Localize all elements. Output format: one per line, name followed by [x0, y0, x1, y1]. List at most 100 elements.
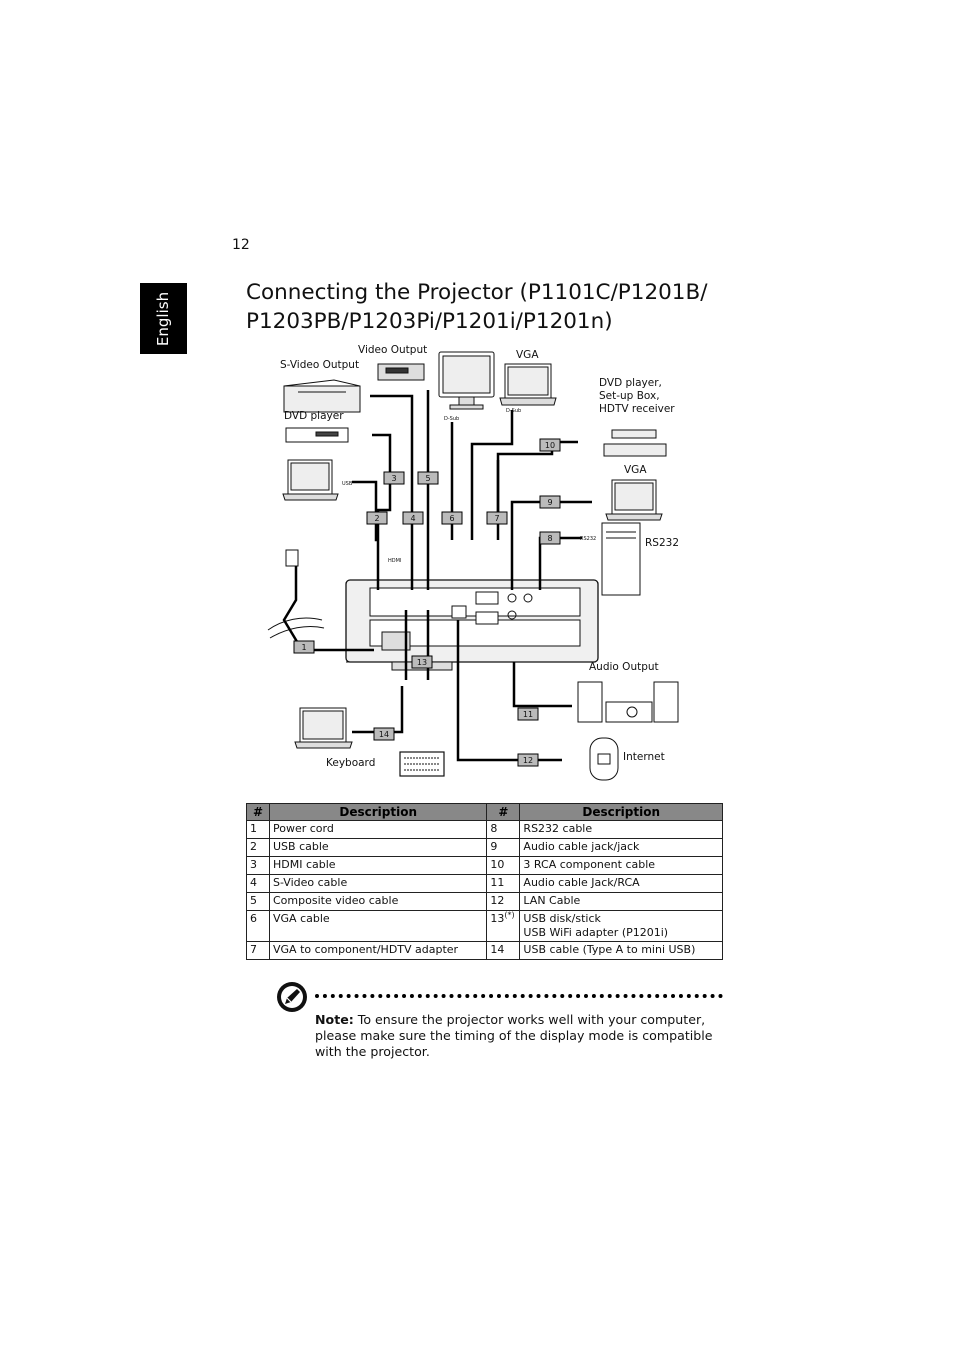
- laptop-vga-top-icon: [499, 363, 557, 406]
- callout-8: 8: [547, 534, 552, 543]
- table-header-row: # Description # Description: [246, 803, 723, 821]
- tag-dsub-1: D-Sub: [444, 416, 459, 422]
- callout-6: 6: [449, 514, 454, 523]
- language-tab: English: [140, 283, 187, 354]
- row-num: 4: [246, 874, 270, 893]
- row-num-cell: 13(*): [486, 910, 521, 942]
- callout-2: 2: [374, 514, 379, 523]
- table-row: 4 S-Video cable 11 Audio cable Jack/RCA: [246, 874, 723, 893]
- label-vga-right: VGA: [624, 464, 647, 476]
- row-desc: HDMI cable: [268, 856, 488, 875]
- row-num: 9: [486, 838, 521, 857]
- network-jack-icon: [589, 737, 619, 781]
- tag-hdmi: HDMI: [388, 558, 401, 564]
- table-row: 5 Composite video cable 12 LAN Cable: [246, 892, 723, 911]
- row-num: 3: [246, 856, 270, 875]
- page-title: Connecting the Projector (P1101C/P1201B/…: [246, 278, 766, 336]
- row-num: 2: [246, 838, 270, 857]
- label-video-output: Video Output: [358, 344, 427, 356]
- table-row: 2 USB cable 9 Audio cable jack/jack: [246, 838, 723, 857]
- label-internet: Internet: [623, 751, 665, 763]
- table-row: 1 Power cord 8 RS232 cable: [246, 820, 723, 839]
- row-desc-line-2: USB WiFi adapter (P1201i): [523, 926, 669, 939]
- cable-description-table: # Description # Description 1 Power cord…: [246, 803, 723, 960]
- note-pencil-icon: [277, 982, 307, 1012]
- row-num: 11: [486, 874, 521, 893]
- row-num-footnote-mark: (*): [504, 910, 515, 920]
- row-desc: VGA to component/HDTV adapter: [268, 941, 488, 960]
- label-keyboard: Keyboard: [326, 757, 375, 769]
- table-row: 7 VGA to component/HDTV adapter 14 USB c…: [246, 941, 723, 960]
- row-num: 5: [246, 892, 270, 911]
- row-num: 12: [486, 892, 521, 911]
- row-desc: VGA cable: [268, 910, 488, 942]
- vcr-icon: [377, 363, 425, 381]
- monitor-icon: [438, 351, 495, 410]
- row-desc: LAN Cable: [519, 892, 723, 911]
- dvd-player-large-icon: [283, 379, 361, 413]
- row-desc: USB cable (Type A to mini USB): [519, 941, 723, 960]
- row-num: 1: [246, 820, 270, 839]
- callout-7: 7: [494, 514, 499, 523]
- callout-3: 3: [391, 474, 396, 483]
- table-header-num-1: #: [246, 803, 270, 821]
- callout-11: 11: [523, 710, 533, 719]
- label-hdtv-receiver: HDTV receiver: [599, 403, 675, 415]
- table-header-desc-2: Description: [519, 803, 723, 821]
- tag-dsub-2: D-Sub: [506, 408, 521, 414]
- callout-1: 1: [301, 643, 306, 652]
- note-divider: [315, 994, 723, 998]
- laptop-bottom-icon: [294, 707, 353, 749]
- power-outlet-icon: [267, 549, 325, 639]
- row-desc: RS232 cable: [519, 820, 723, 839]
- callout-5: 5: [425, 474, 430, 483]
- page-title-line-2: P1203PB/P1203Pi/P1201i/P1201n): [246, 309, 613, 334]
- callout-12: 12: [523, 756, 533, 765]
- label-s-video-output: S-Video Output: [280, 359, 359, 371]
- row-desc: Audio cable Jack/RCA: [519, 874, 723, 893]
- connection-diagram: Video Output VGA S-Video Output DVD play…: [267, 344, 679, 781]
- row-num: 10: [486, 856, 521, 875]
- table-row: 3 HDMI cable 10 3 RCA component cable: [246, 856, 723, 875]
- pc-tower-icon: [601, 522, 641, 596]
- label-rs232: RS232: [645, 537, 679, 549]
- callout-10: 10: [545, 441, 555, 450]
- table-header-desc-1: Description: [268, 803, 488, 821]
- row-desc: USB cable: [268, 838, 488, 857]
- note-label: Note:: [315, 1012, 354, 1027]
- speakers-icon: [577, 681, 679, 723]
- label-vga-top: VGA: [516, 349, 539, 361]
- settop-box-icon: [603, 429, 667, 457]
- row-desc: USB disk/stick: [523, 912, 601, 925]
- row-num: 7: [246, 941, 270, 960]
- dvd-player-icon: [285, 427, 349, 443]
- table-header-num-2: #: [486, 803, 521, 821]
- row-num: 14: [486, 941, 521, 960]
- note-text: Note: To ensure the projector works well…: [315, 1012, 715, 1060]
- laptop-vga-right-icon: [605, 479, 663, 521]
- page-number: 12: [232, 237, 250, 253]
- tag-rs232: RS232: [580, 536, 596, 542]
- row-desc: 3 RCA component cable: [519, 856, 723, 875]
- label-dvd-player: DVD player: [284, 410, 344, 422]
- callout-9: 9: [547, 498, 552, 507]
- label-dvd-player-setup: DVD player,: [599, 377, 662, 389]
- label-audio-output: Audio Output: [589, 661, 659, 673]
- projector-icon: [345, 579, 599, 671]
- tag-usb: USB: [342, 481, 353, 487]
- row-desc: Power cord: [268, 820, 488, 839]
- row-desc: S-Video cable: [268, 874, 488, 893]
- row-num: 6: [246, 910, 270, 942]
- row-num: 13: [490, 912, 505, 925]
- callout-14: 14: [379, 730, 389, 739]
- row-desc: Audio cable jack/jack: [519, 838, 723, 857]
- keyboard-icon: [399, 751, 445, 777]
- page-title-line-1: Connecting the Projector (P1101C/P1201B/: [246, 280, 708, 305]
- language-tab-label: English: [154, 291, 173, 346]
- callout-13: 13: [417, 658, 427, 667]
- label-setup-box: Set-up Box,: [599, 390, 660, 402]
- row-desc: Composite video cable: [268, 892, 488, 911]
- note-body: To ensure the projector works well with …: [315, 1012, 713, 1059]
